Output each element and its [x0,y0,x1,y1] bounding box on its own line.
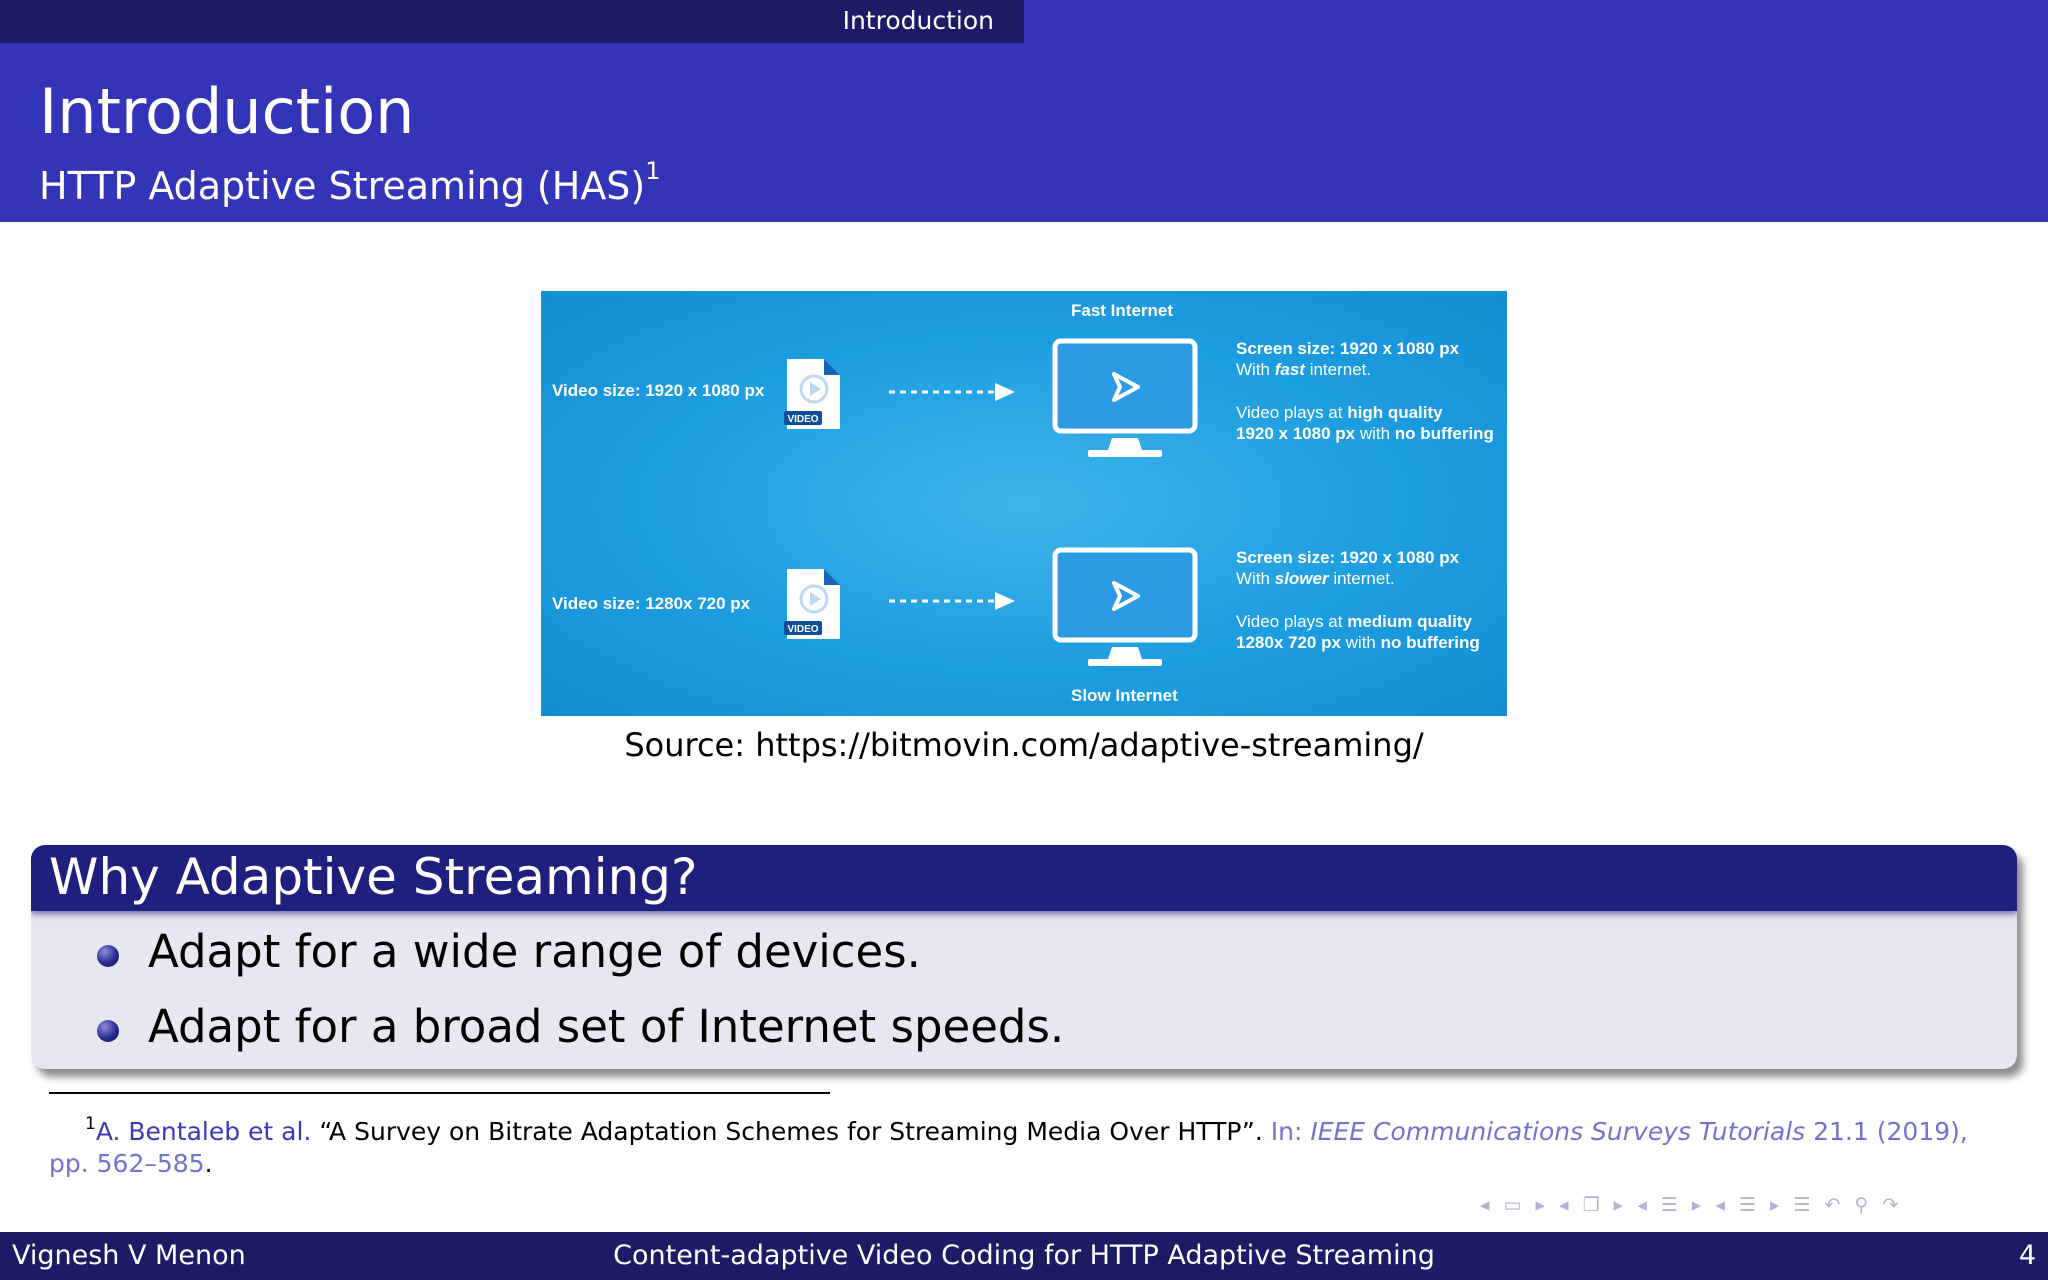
subtitle-footnote-mark[interactable]: 1 [645,157,661,185]
nav-next-section-icon[interactable]: ▸ [1691,1194,1702,1216]
dashed-arrow-icon [887,589,1017,613]
figure-source-caption: Source: https://bitmovin.com/adaptive-st… [624,726,1424,764]
screen-size-1: Screen size: 1920 x 1080 px [1236,339,1460,358]
screen-desc-1: Screen size: 1920 x 1080 px With fast in… [1236,338,1494,444]
why-adaptive-streaming-block: Why Adaptive Streaming? Adapt for a wide… [31,845,2017,1069]
section-nav: Introduction [0,0,1024,43]
nav-document-icon[interactable]: ☰ [1738,1194,1756,1216]
quality-desc-1: Video plays at high quality [1236,403,1443,422]
resolution-desc-2: 1280x 720 px with no buffering [1236,633,1480,652]
footnote: 1A. Bentaleb et al. “A Survey on Bitrate… [49,1108,1969,1180]
block-header: Why Adaptive Streaming? [31,845,2017,911]
footnote-title: “A Survey on Bitrate Adaptation Schemes … [311,1117,1271,1146]
nav-prev-subsection-icon[interactable]: ◂ [1559,1194,1569,1216]
bullet-ball-icon [97,945,119,967]
nav-forward-icon[interactable]: ↷ [1882,1194,1899,1216]
page-number: 4 [2018,1240,2036,1271]
nav-next-frame-icon[interactable]: ▸ [1535,1194,1546,1216]
block-title: Why Adaptive Streaming? [49,848,698,906]
adaptive-streaming-figure: Fast Internet Slow Internet Video size: … [541,291,1507,716]
footnote-in: In: [1270,1117,1311,1146]
nav-appendix-icon[interactable]: ☰ [1793,1194,1811,1216]
beamer-navigation-symbols: ◂ ▭ ▸ ◂ ❐ ▸ ◂ ☰ ▸ ◂ ☰ ▸ ☰ ↶ ⚲ ↷ [1480,1194,1912,1222]
internet-speed-2: With slower internet. [1236,569,1395,588]
video-file-icon: VIDEO [784,357,842,431]
nav-prev-document-icon[interactable]: ◂ [1715,1194,1725,1216]
monitor-icon [1052,338,1198,460]
nav-next-subsection-icon[interactable]: ▸ [1613,1194,1624,1216]
nav-subsection-icon[interactable]: ❐ [1582,1194,1600,1216]
footnote-journal: IEEE Communications Surveys Tutorials [1310,1117,1806,1146]
monitor-icon [1052,547,1198,669]
internet-speed-1: With fast internet. [1236,360,1372,379]
nav-next-document-icon[interactable]: ▸ [1769,1194,1780,1216]
footnote-pages: pp. 562–585 [49,1149,205,1178]
footer-author: Vignesh V Menon [12,1240,246,1271]
video-file-icon: VIDEO [784,567,842,641]
screen-desc-2: Screen size: 1920 x 1080 px With slower … [1236,547,1480,653]
footer-bar: Vignesh V Menon Content-adaptive Video C… [0,1232,2048,1280]
nav-search-icon[interactable]: ⚲ [1854,1194,1869,1216]
footnote-details: 21.1 (2019), [1805,1117,1968,1146]
footer-talk-title: Content-adaptive Video Coding for HTTP A… [613,1240,1435,1271]
video-size-label-1: Video size: 1920 x 1080 px [552,381,765,400]
top-navigation-bar: Introduction [0,0,2048,43]
slide-title: Introduction [39,75,415,148]
resolution-desc-1: 1920 x 1080 px with no buffering [1236,424,1494,443]
section-link[interactable]: Introduction [842,6,994,35]
bullet-ball-icon [97,1020,119,1042]
footnote-divider [49,1092,830,1094]
nav-frame-icon[interactable]: ▭ [1503,1194,1522,1216]
list-item-text: Adapt for a broad set of Internet speeds… [148,1000,1065,1053]
screen-size-2: Screen size: 1920 x 1080 px [1236,548,1460,567]
fast-internet-label: Fast Internet [1071,301,1174,320]
footnote-authors-link[interactable]: A. Bentaleb et al. [95,1117,312,1146]
video-tag: VIDEO [787,624,818,635]
nav-prev-frame-icon[interactable]: ◂ [1480,1194,1490,1216]
footnote-end: . [204,1149,213,1178]
list-item-text: Adapt for a wide range of devices. [148,925,921,978]
slide-subtitle: HTTP Adaptive Streaming (HAS)1 [39,157,661,208]
nav-back-icon[interactable]: ↶ [1824,1194,1841,1216]
nav-section-icon[interactable]: ☰ [1660,1194,1678,1216]
subtitle-text: HTTP Adaptive Streaming (HAS) [39,164,646,208]
frame-title-bar: Introduction HTTP Adaptive Streaming (HA… [0,43,2048,222]
slow-internet-label: Slow Internet [1071,686,1178,705]
video-tag: VIDEO [787,414,818,425]
quality-desc-2: Video plays at medium quality [1236,612,1472,631]
nav-prev-section-icon[interactable]: ◂ [1637,1194,1647,1216]
dashed-arrow-icon [887,380,1017,404]
footnote-mark: 1 [85,1114,96,1134]
video-size-label-2: Video size: 1280x 720 px [552,594,751,613]
